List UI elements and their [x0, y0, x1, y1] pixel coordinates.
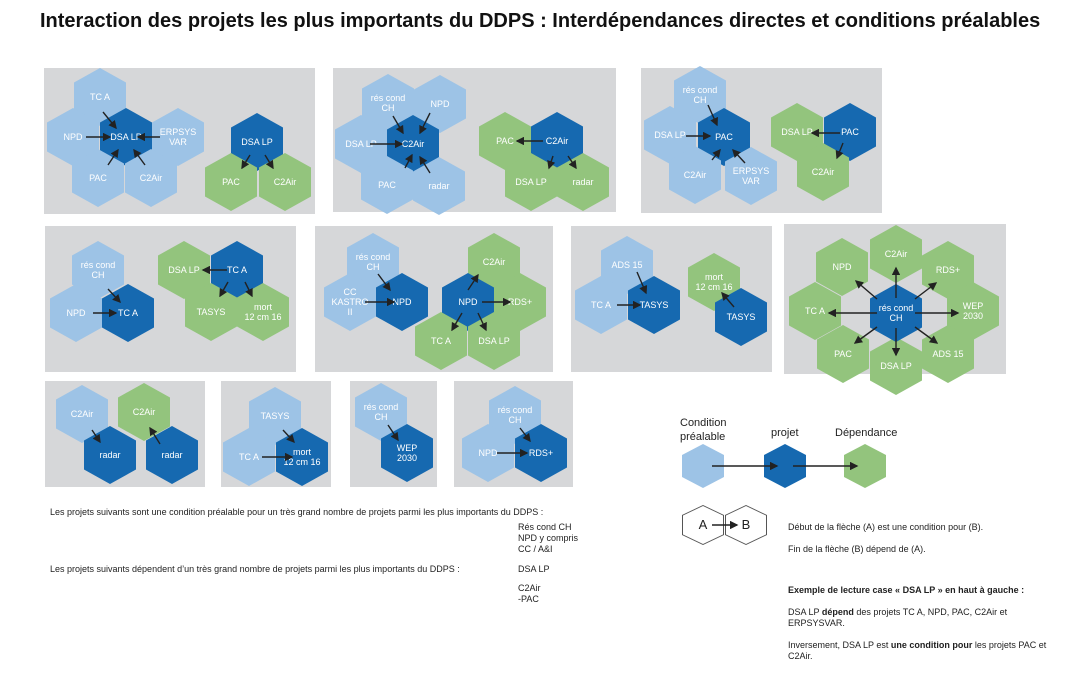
dependency-arrow: [282, 429, 295, 444]
dependency-arrow: [419, 155, 431, 174]
dependency-arrow: [707, 104, 718, 127]
dependency-arrow: [854, 280, 878, 300]
arrows-layer: [86, 104, 960, 530]
hex-dependency: ADS 15: [922, 325, 974, 383]
dependency-arrow: [387, 424, 399, 442]
dependency-arrow: [547, 155, 556, 170]
dependency-arrow: [91, 429, 101, 444]
dependency-arrow: [149, 426, 161, 445]
dependency-arrow: [519, 427, 531, 443]
dependency-arrow: [914, 282, 938, 300]
dependency-arrow: [477, 312, 487, 332]
hex-dependency: radar: [557, 153, 609, 211]
dependency-arrow: [219, 281, 229, 298]
hex-prerequisite: C2Air: [125, 149, 177, 207]
dependent-list-1: DSA LP: [518, 564, 550, 574]
hex-prerequisite: PAC: [72, 149, 124, 207]
dependent-text: Les projets suivants dépendent d’un très…: [50, 564, 460, 574]
example-title: Exemple de lecture case « DSA LP » en ha…: [788, 585, 1025, 595]
hex-dependency: WEP 2030: [947, 282, 999, 340]
dependency-arrow: [107, 288, 121, 304]
legend-dependency-label: Dépendance: [835, 427, 898, 439]
dependency-arrow: [107, 148, 119, 166]
dependency-arrow: [835, 142, 844, 160]
dependency-arrow: [567, 155, 577, 170]
legend-line-1: Début de la flèche (A) est une condition…: [788, 522, 984, 532]
page-title: Interaction des projets les plus importa…: [40, 10, 1041, 32]
legend-project-label: projet: [771, 427, 799, 439]
dependency-arrow: [721, 291, 735, 308]
dependency-arrow: [241, 154, 251, 170]
dependency-arrow: [102, 111, 117, 130]
dependency-arrow: [404, 153, 413, 169]
legend-condition-label: Condition préalable: [680, 417, 727, 443]
dependency-arrow: [636, 271, 648, 295]
dependent-list-2: C2Air -PAC: [518, 583, 541, 604]
dependency-arrow: [451, 312, 463, 332]
dependency-arrow: [711, 148, 721, 161]
hex-prerequisite: C2Air: [669, 146, 721, 204]
dependency-arrow: [244, 281, 253, 298]
dependency-arrow: [732, 148, 746, 164]
prereq-list: Rés cond CH NPD y compris CC / A&I: [518, 522, 579, 554]
dependency-arrow: [914, 326, 939, 344]
legend-line-2: Fin de la flèche (B) dépend de (A).: [788, 544, 926, 554]
example-line-2: Inversement, DSA LP est une condition po…: [788, 640, 1047, 661]
dependency-arrow: [853, 326, 878, 344]
dependency-arrow: [377, 273, 391, 292]
dependency-arrow: [392, 115, 404, 135]
dependency-arrow: [419, 112, 431, 135]
prereq-text: Les projets suivants sont une condition …: [50, 507, 544, 517]
hex-dependency: PAC: [817, 325, 869, 383]
dependency-arrow: [133, 148, 146, 166]
dependency-arrow: [467, 273, 479, 291]
dependency-arrow: [264, 154, 274, 170]
